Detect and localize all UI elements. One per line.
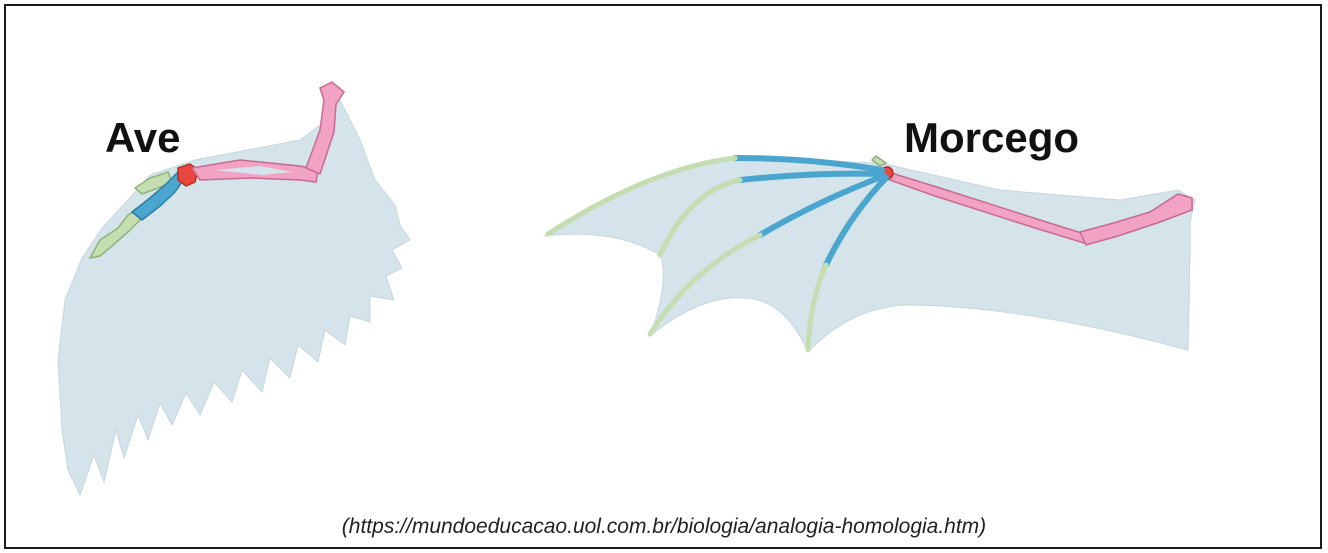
bat-digit-3-metacarpal bbox=[737, 170, 885, 183]
bat-digit-2-metacarpal bbox=[732, 155, 885, 173]
bat-thumb bbox=[870, 155, 888, 167]
bat-digit-5-metacarpal bbox=[823, 175, 889, 268]
bat-digit-3-phalanges bbox=[657, 177, 743, 258]
source-caption: (https://mundoeducacao.uol.com.br/biolog… bbox=[341, 515, 987, 538]
bird-wing bbox=[57, 81, 411, 497]
bat-digit-2-phalanges bbox=[545, 155, 738, 237]
bat-digit-4-phalanges bbox=[647, 232, 763, 337]
bat-forearm bbox=[882, 171, 1090, 244]
bat-digit-5-phalanges bbox=[805, 262, 829, 353]
bat-wing bbox=[543, 155, 1196, 353]
bird-radius-ulna-gap bbox=[215, 166, 292, 175]
bird-label: Ave bbox=[105, 114, 181, 161]
bat-humerus bbox=[1078, 193, 1193, 246]
bird-wing-feathers bbox=[57, 98, 411, 497]
bat-digit-4-metacarpal bbox=[757, 173, 887, 238]
bat-wing-membrane bbox=[543, 157, 1196, 353]
bird-humerus bbox=[305, 81, 345, 176]
bat-label: Morcego bbox=[904, 114, 1080, 161]
